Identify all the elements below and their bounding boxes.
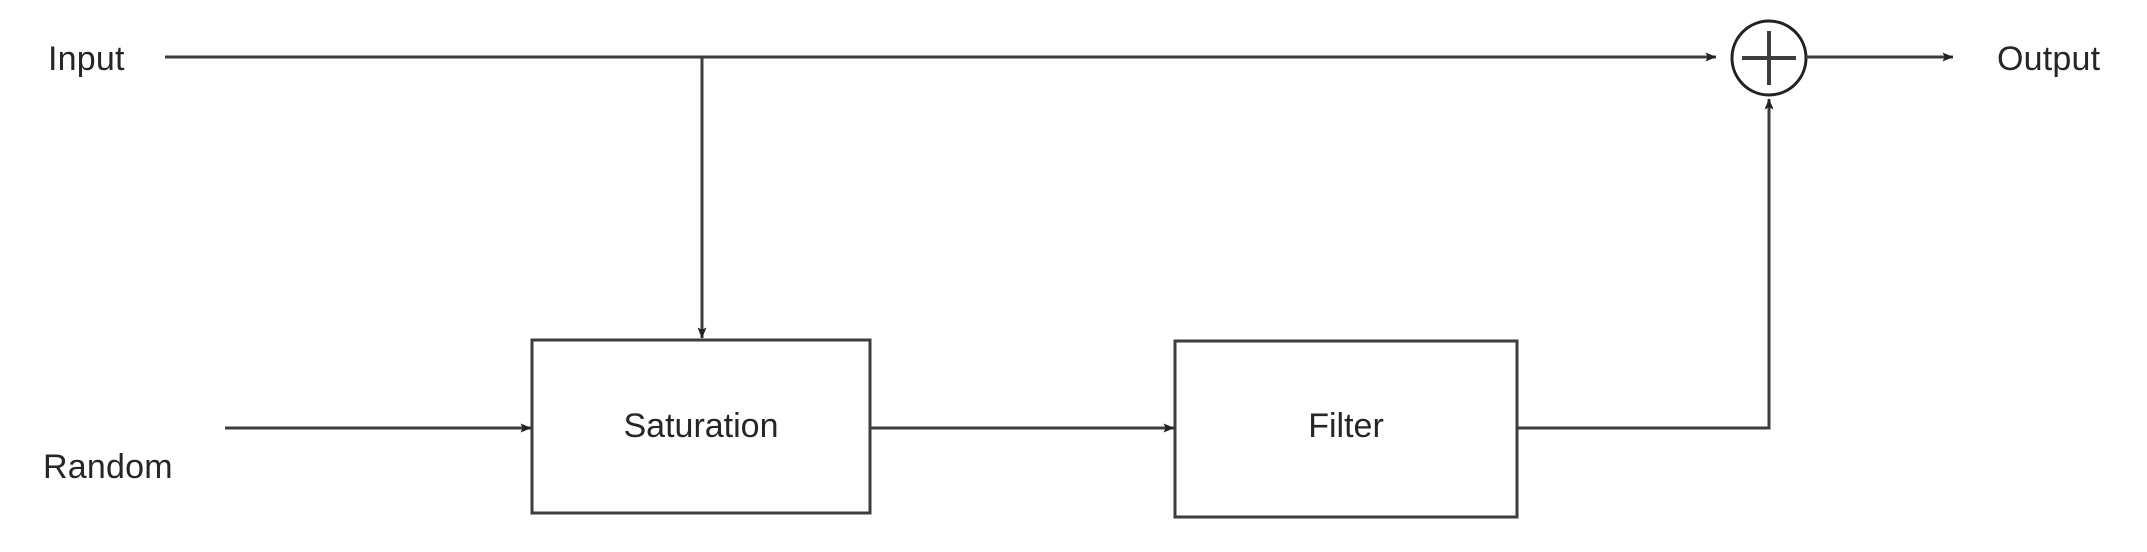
label-rng-line-1: Random (43, 448, 173, 486)
label-output: Output (1997, 40, 2101, 78)
label-random-number-generator: Random Number Generator (43, 352, 198, 552)
block-label-filter: Filter (1308, 407, 1384, 445)
block-saturation-rect[interactable] (530, 338, 872, 515)
block-label-saturation: Saturation (623, 407, 779, 445)
label-input: Input (48, 40, 125, 78)
connector-filter-to-sum (1517, 98, 1774, 430)
block-filter-rect[interactable] (1173, 339, 1519, 519)
